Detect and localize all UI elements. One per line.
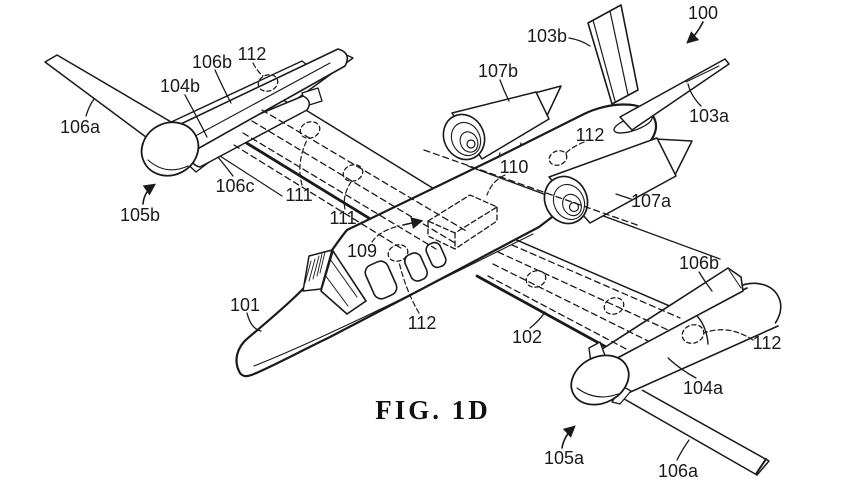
leader-104b — [184, 94, 208, 138]
ref-label-111-inner: 111 — [329, 208, 356, 228]
driveshaft-line — [492, 263, 649, 342]
horizontal-stabilizer-103a — [613, 58, 730, 134]
leader-107b — [499, 79, 510, 102]
ref-label-106a-right: 106a — [658, 461, 699, 481]
pod-nose-cap — [140, 121, 200, 177]
ref-label-106a-left: 106a — [60, 117, 101, 137]
mount-point — [387, 244, 409, 262]
cabin-window — [364, 260, 398, 300]
leader-112-aft — [565, 141, 585, 154]
mount-point — [603, 297, 625, 315]
ref-label-101: 101 — [230, 295, 260, 315]
driveshaft-line — [497, 251, 669, 331]
ref-label-105b: 105b — [120, 205, 160, 225]
leader-112-left-pod — [252, 62, 264, 77]
driveshaft-line — [511, 244, 681, 319]
ref-label-100: 100 — [688, 3, 718, 23]
ref-label-107a: 107a — [631, 191, 672, 211]
engine-107a — [543, 137, 693, 225]
arrow-109 — [402, 217, 424, 229]
leader-104a — [667, 357, 697, 379]
ref-label-112-right-pod: 112 — [753, 333, 782, 353]
ref-label-104b: 104b — [160, 76, 200, 96]
leader-111-outer — [299, 139, 308, 186]
mount-point — [525, 270, 547, 288]
leader-106b-right — [698, 271, 713, 292]
leader-109 — [371, 225, 400, 243]
arrow-105a — [561, 425, 576, 449]
leader-101 — [246, 312, 262, 332]
arrow-105b — [142, 183, 156, 205]
leader-106a-right — [676, 439, 690, 461]
leader-106b-left — [214, 69, 232, 104]
mount-point — [257, 74, 279, 92]
reference-labels: 100 103b 107b 112 106b 104b 106a 106c 10… — [60, 3, 781, 481]
leader-110 — [486, 174, 506, 196]
windshield-pane-right — [320, 250, 367, 315]
unit-box-110 — [427, 194, 498, 250]
leader-106c — [217, 156, 234, 177]
right-tip-pod — [570, 267, 782, 476]
hidden-structure — [233, 109, 681, 351]
mount-point — [299, 121, 321, 139]
leader-107a — [615, 193, 632, 200]
dashed-leaders — [252, 62, 754, 341]
mount-point — [681, 324, 705, 344]
ref-label-106b-right: 106b — [679, 253, 719, 273]
leader-106a-left — [85, 98, 95, 117]
figure-caption: FIG. 1D — [375, 395, 491, 425]
leader-lines — [85, 37, 713, 461]
direction-arrows — [142, 21, 704, 449]
ref-label-104a: 104a — [683, 378, 724, 398]
driveshaft-line — [242, 132, 437, 250]
mount-point — [548, 150, 568, 166]
ref-label-109: 109 — [347, 241, 377, 261]
ref-label-110: 110 — [500, 157, 529, 177]
leader-111-inner — [343, 181, 352, 210]
driveshaft-line — [233, 144, 405, 251]
ref-label-106c: 106c — [215, 176, 254, 196]
driveshaft-line — [423, 149, 641, 227]
ref-label-102: 102 — [512, 327, 542, 347]
engine-hub — [568, 201, 580, 213]
ref-label-103a: 103a — [689, 106, 730, 126]
left-tip-pod — [44, 48, 354, 177]
ref-label-107b: 107b — [478, 61, 518, 81]
windshield-pane-left — [302, 249, 333, 292]
leader-112-right-pod — [703, 329, 754, 341]
fuselage-101 — [235, 103, 658, 378]
cabin-window — [403, 252, 429, 282]
leader-103b — [568, 37, 591, 47]
driveshaft-line — [487, 275, 629, 351]
pod-nose-cap — [570, 354, 630, 406]
driveshaft-line — [251, 120, 456, 244]
vertical-stabilizer-103b — [587, 4, 639, 105]
mount-point — [342, 164, 364, 182]
driveshaft-line — [261, 109, 469, 233]
mount-points-112 — [257, 74, 705, 344]
leader-103a — [687, 83, 702, 107]
ref-label-105a: 105a — [544, 448, 585, 468]
ref-label-112-root: 112 — [408, 313, 437, 333]
ref-label-103b: 103b — [527, 26, 567, 46]
ref-label-111-outer: 111 — [285, 185, 312, 205]
ref-label-106b-left: 106b — [192, 52, 232, 72]
ref-label-112-aft: 112 — [576, 125, 605, 145]
ref-label-112-left-pod: 112 — [238, 44, 267, 64]
leader-102 — [529, 311, 546, 329]
cabin-window — [425, 241, 447, 269]
engine-hub — [466, 139, 476, 149]
arrow-100 — [686, 21, 704, 44]
leader-112-root — [398, 261, 420, 314]
